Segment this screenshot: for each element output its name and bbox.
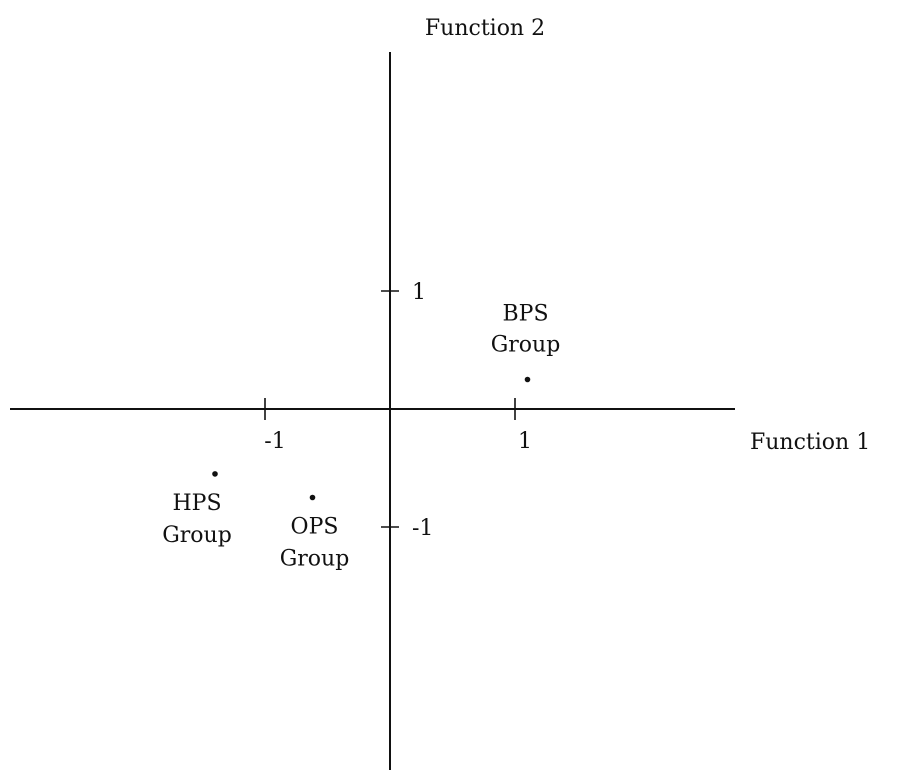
axes [10,52,735,770]
point-label-ops-line2: Group [280,547,350,572]
point-label-bps-line1: BPS [502,302,548,327]
ticks: -1 1 1 -1 [264,280,532,541]
point-label-hps-line1: HPS [172,491,221,516]
y-tick-label-0: 1 [412,280,426,305]
point-ops [309,494,316,501]
point-label-bps-line2: Group [491,333,561,358]
y-axis-title: Function 2 [425,16,545,41]
y-tick-label-1: -1 [412,516,433,541]
x-axis-title: Function 1 [750,430,870,455]
point-hps [212,471,218,477]
point-label-ops-line1: OPS [291,515,339,540]
x-tick-label-0: -1 [264,429,285,454]
x-tick-label-1: 1 [518,429,532,454]
point-label-hps-line2: Group [162,523,232,548]
point-bps [524,376,531,383]
